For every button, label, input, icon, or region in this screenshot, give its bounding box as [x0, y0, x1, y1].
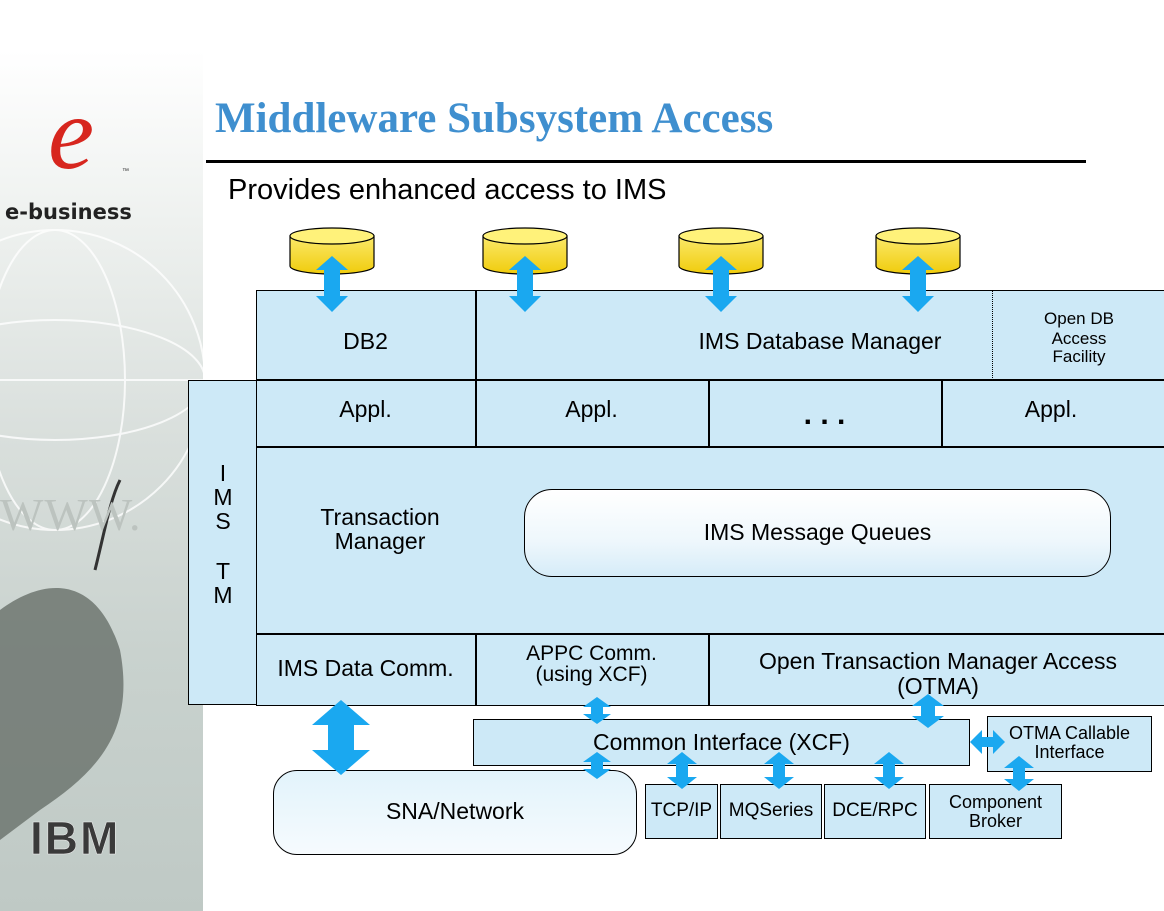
otma-ci-label: OTMA Callable: [1008, 723, 1131, 743]
transaction-manager-label: Transaction: [320, 504, 440, 530]
ims-tm-letter: T: [215, 558, 231, 584]
otma-label: (OTMA): [897, 673, 979, 699]
trademark-mark: ™: [122, 168, 129, 175]
divider: [256, 633, 1164, 635]
database-cylinder-icon: [289, 227, 375, 275]
component-broker-label: Broker: [968, 811, 1022, 831]
tcpip-label: TCP/IP: [650, 800, 713, 821]
odba-label: Access: [1051, 329, 1107, 348]
database-cylinder-icon: [482, 227, 568, 275]
ims-tm-box: [188, 380, 258, 705]
odba-label: Facility: [1052, 347, 1106, 366]
db2-label: DB2: [343, 328, 388, 354]
divider: [708, 634, 710, 706]
appl-label: Appl.: [565, 396, 618, 422]
ims-data-comm-label: IMS Data Comm.: [277, 655, 454, 681]
title-underline: [206, 160, 1086, 163]
ibm-logo: IBM: [30, 812, 121, 864]
ims-message-queues: [524, 489, 1111, 577]
ebusiness-logo-icon: e: [48, 76, 95, 191]
divider: [475, 380, 477, 447]
otma-ci-label: Interface: [1034, 742, 1105, 762]
subtitle: Provides enhanced access to IMS: [228, 174, 667, 206]
component-broker-box: [929, 784, 1062, 839]
divider: [941, 380, 943, 447]
appl-label: Appl.: [1024, 396, 1078, 422]
component-broker-label: Component: [948, 792, 1043, 812]
appc-comm-label: APPC Comm.: [526, 642, 657, 665]
dcerpc-label: DCE/RPC: [832, 800, 918, 821]
divider: [256, 379, 1164, 381]
double-arrow-icon: [312, 700, 370, 775]
ims-tm-letter: M: [213, 582, 233, 608]
ims-tm-letter: M: [213, 484, 233, 510]
divider-dotted: [992, 290, 993, 380]
ebusiness-label: e-business: [5, 200, 132, 224]
appc-comm-label: (using XCF): [535, 663, 648, 686]
ellipsis-label: . . .: [803, 398, 846, 431]
divider: [256, 446, 1164, 448]
divider: [475, 634, 477, 706]
appl-label: Appl.: [339, 396, 392, 422]
sidebar-background: [0, 50, 203, 911]
sna-network-label: SNA/Network: [385, 798, 525, 824]
divider: [708, 380, 710, 447]
mqseries-label: MQSeries: [728, 800, 814, 821]
www-decoration: WWW.: [0, 489, 142, 540]
ims-message-queues-label: IMS Message Queues: [703, 519, 932, 545]
otma-label: Open Transaction Manager Access: [759, 648, 1117, 674]
ims-tm-letter: I: [219, 460, 227, 486]
ims-database-manager-label: IMS Database Manager: [698, 328, 942, 354]
page-title: Middleware Subsystem Access: [215, 95, 774, 142]
tcpip-box: [645, 784, 718, 839]
globe-decoration: [0, 229, 203, 531]
ims-tm-letter: S: [215, 508, 231, 534]
divider: [475, 290, 477, 380]
sna-network-box: [273, 770, 637, 855]
database-cylinder-icon: [678, 227, 764, 275]
database-cylinder-icon: [875, 227, 961, 275]
dcerpc-box: [824, 784, 926, 839]
transaction-manager-label: Manager: [334, 528, 426, 554]
odba-label: Open DB: [1044, 309, 1114, 328]
xcf-label: Common Interface (XCF): [593, 729, 850, 755]
mouse-hand-icon: [0, 479, 124, 840]
